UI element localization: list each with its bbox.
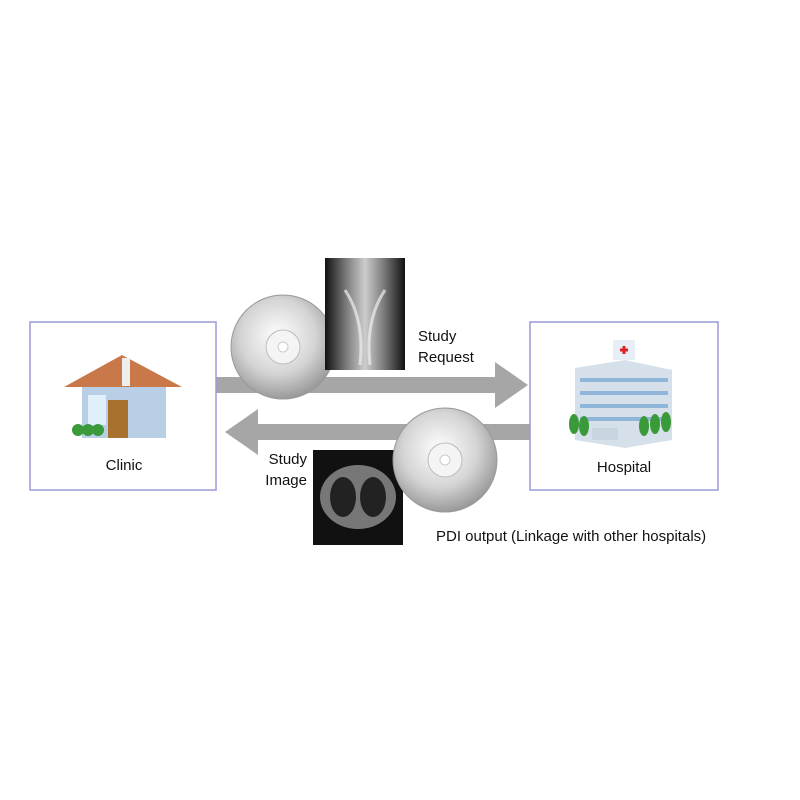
study-image-label-2: Image <box>265 472 307 489</box>
hospital-box: Hospital <box>529 321 719 491</box>
clinic-label: Clinic <box>106 457 143 474</box>
study-request-label-2: Request <box>418 349 475 366</box>
cd-disc-icon <box>230 294 336 400</box>
cd-disc-icon <box>392 407 498 513</box>
xray-image <box>325 258 405 370</box>
hospital-label: Hospital <box>597 459 651 476</box>
pdi-output-note: PDI output (Linkage with other hospitals… <box>436 528 706 545</box>
hospital-building-icon <box>569 340 672 448</box>
clinic-box: Clinic <box>29 321 217 491</box>
ct-scan-image <box>313 450 403 545</box>
study-image-label-1: Study <box>269 451 308 468</box>
clinic-house-icon <box>64 355 182 438</box>
study-request-label-1: Study <box>418 328 457 345</box>
